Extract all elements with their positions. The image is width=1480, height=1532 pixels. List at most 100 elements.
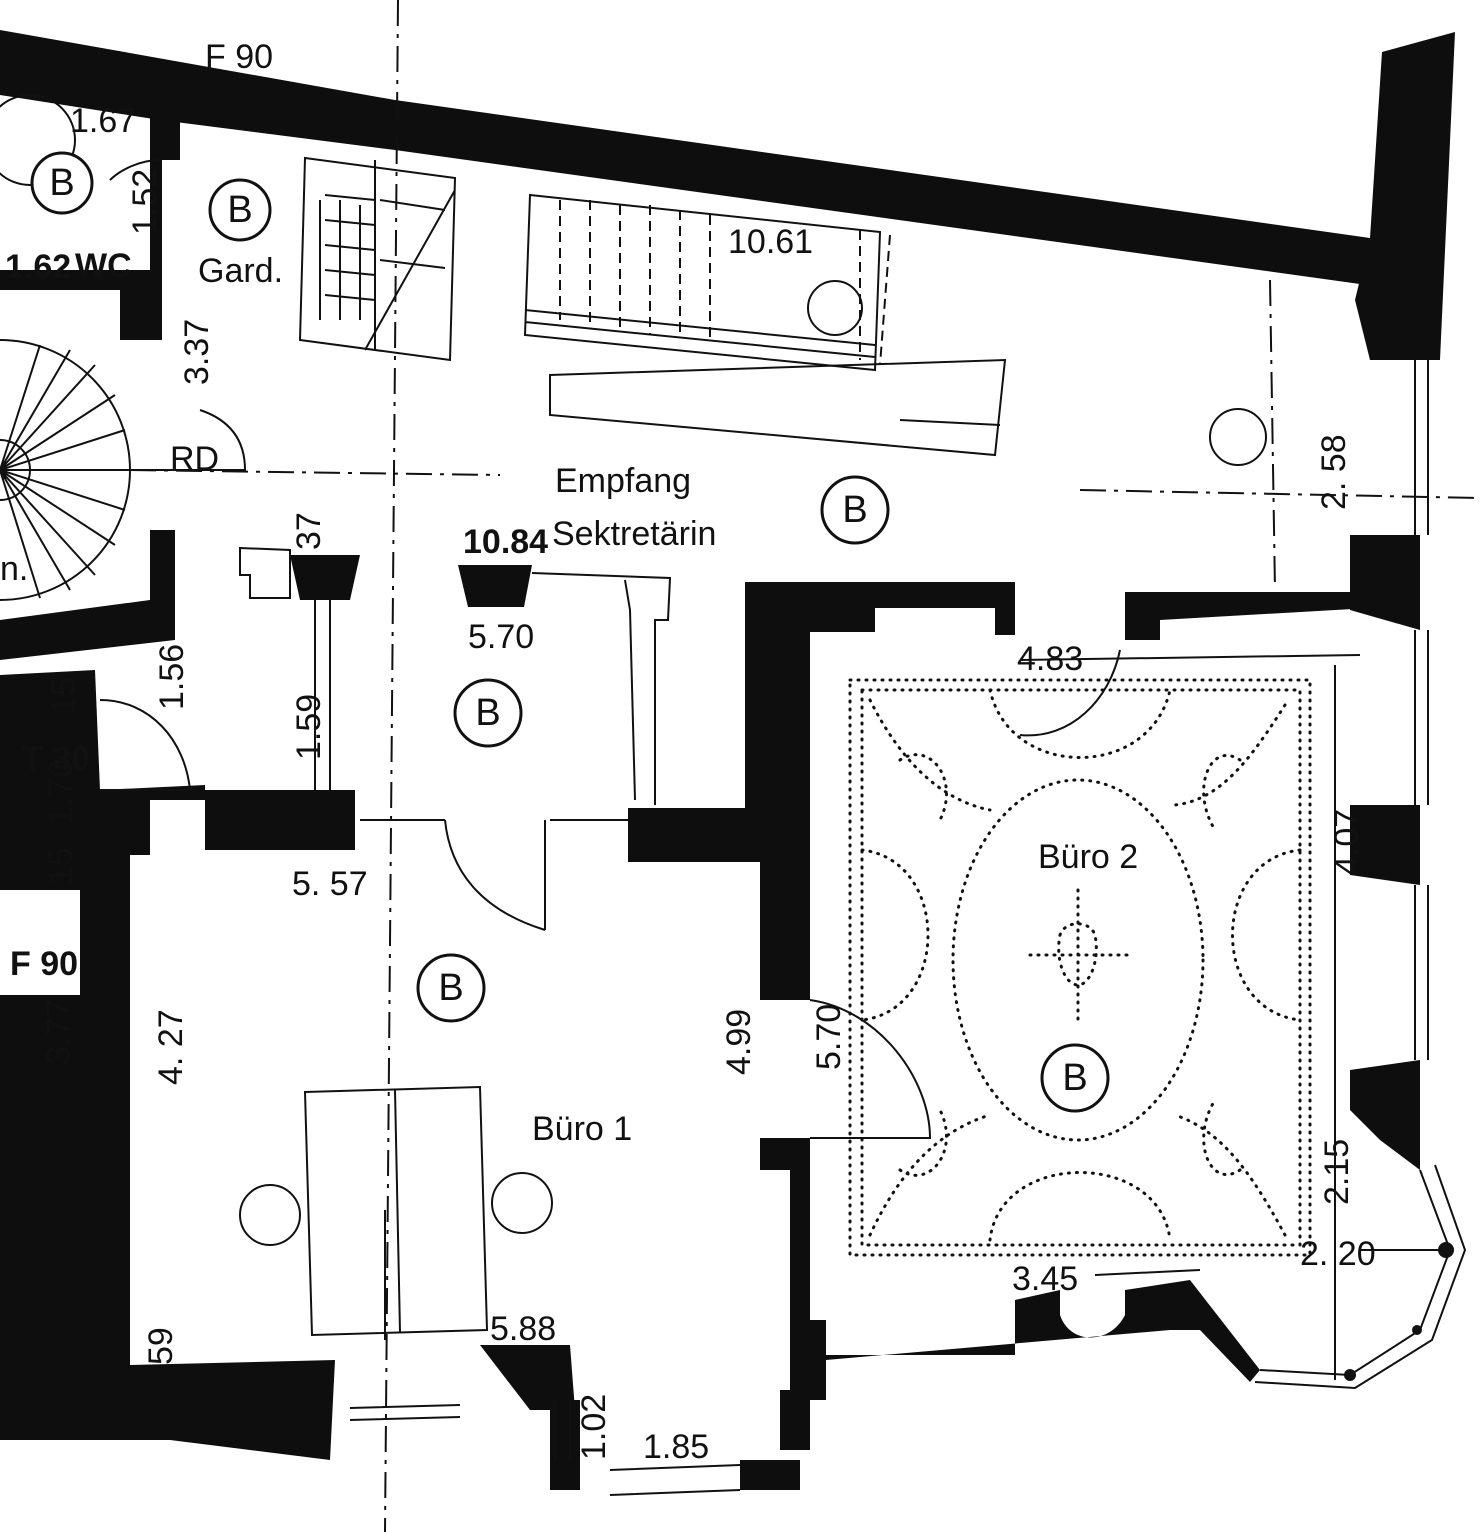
- ornament-top: [988, 688, 1172, 759]
- ceiling-frame-outer: [848, 678, 1312, 1257]
- dim-line-4-83: [1019, 654, 1361, 661]
- bay-node-3: [1344, 1369, 1356, 1381]
- pillar-37: [290, 555, 360, 600]
- badge-circle-wc: [30, 151, 94, 215]
- dim-59: 59: [142, 1327, 180, 1365]
- badge-text-gard: B: [227, 189, 252, 231]
- dim-1-85: 1.85: [643, 1428, 709, 1466]
- label-t30: T 30: [22, 740, 90, 778]
- dim-line-3-45: [1094, 1269, 1201, 1276]
- dim-3-45: 3.45: [1012, 1260, 1078, 1298]
- badge-text-hall: B: [475, 692, 500, 734]
- wc-arc: [109, 159, 161, 181]
- ceiling-ornament: [848, 678, 1312, 1257]
- entry-door-swing: [130, 409, 247, 471]
- dim-4-83: 4.83: [1017, 640, 1083, 678]
- dim-5-70-side: 5.70: [810, 1004, 848, 1070]
- dim-1-67: 1.67: [70, 102, 136, 140]
- bay-wall-right: [780, 1390, 810, 1450]
- round-object-2: [1209, 408, 1267, 466]
- ornament-center-cross: [1028, 888, 1132, 1022]
- dim-1-62: 1.62: [5, 248, 71, 286]
- door-1-59-frame: [239, 546, 331, 790]
- main-staircase: [298, 156, 1007, 457]
- label-sekretaerin: Sektretärin: [552, 515, 716, 553]
- badge-text-buero1: B: [438, 967, 463, 1009]
- ornament-diag-br: [1173, 1098, 1287, 1237]
- east-pier-3: [1350, 1060, 1420, 1170]
- north-wall: [0, 30, 1370, 285]
- ornament-diag-tl: [868, 698, 992, 822]
- dim-3-37: 3.37: [178, 319, 216, 385]
- central-wall: [745, 582, 1015, 1000]
- chair-right: [491, 1172, 553, 1234]
- stair-treads-2: [559, 200, 891, 366]
- pillar-10-84: [458, 565, 532, 607]
- stair-wall-lower: [0, 530, 175, 660]
- dim-15a: 15: [45, 677, 83, 715]
- buero2-north-wall-right: [1125, 592, 1370, 640]
- small-door-swing: [99, 699, 191, 791]
- dim-2-15: 2.15: [1318, 1139, 1356, 1205]
- window-buero1: [349, 1400, 741, 1496]
- ornament-left: [860, 848, 930, 1022]
- dim-15b: 15: [42, 847, 80, 885]
- buero2-door-arc: [809, 999, 932, 1139]
- wc-wall: [0, 95, 180, 340]
- label-fire-left: F 90: [10, 945, 78, 983]
- badge-circle-gard: [208, 178, 272, 242]
- label-stair-fragment: n.: [0, 550, 28, 588]
- badge-circle-empfang: [820, 475, 890, 545]
- dim-1-02: 1.02: [575, 1394, 613, 1460]
- stair-flight-1: [298, 156, 457, 362]
- dim-10-84: 10.84: [463, 523, 548, 561]
- badge-text-empfang: B: [842, 489, 867, 531]
- label-empfang: Empfang: [555, 462, 691, 500]
- dim-2-58: 2. 58: [1315, 434, 1353, 510]
- badge-text-wc: B: [49, 162, 74, 204]
- dim-5-88: 5.88: [490, 1310, 556, 1348]
- label-buero2: Büro 2: [1038, 838, 1138, 876]
- ornament-right: [1231, 848, 1302, 1022]
- door-stub: [628, 808, 760, 862]
- dim-2-20: 2. 20: [1300, 1235, 1376, 1273]
- dimension-texts: 1.67 1.52 1.62 3.37 10.61 37 10.84 5.70 …: [5, 102, 1376, 1466]
- ornament-diag-tr: [1173, 703, 1287, 832]
- dashdot-axis-h1: [129, 469, 501, 476]
- ceiling-frame-inner: [860, 688, 1302, 1247]
- dashdot-axis-h2: [1079, 489, 1480, 499]
- east-wall-upper: [1355, 32, 1455, 360]
- stair-flight-2: [523, 193, 882, 372]
- dim-5-70-top: 5.70: [468, 618, 534, 656]
- label-rd: RD: [170, 440, 219, 478]
- door-5-57-swing: [360, 819, 630, 931]
- dashdot-axis-v: [384, 0, 399, 1532]
- small-wall: [740, 1460, 800, 1490]
- badge-circle-buero1: [416, 953, 486, 1023]
- door-5-70-frame: [531, 572, 672, 805]
- bay-window: [1254, 1164, 1467, 1390]
- desk: [303, 1085, 489, 1340]
- landing-lines: [549, 358, 1007, 457]
- label-fire-top: F 90: [205, 38, 273, 76]
- dim-37: 37: [290, 512, 328, 550]
- label-wc: WC: [75, 247, 132, 285]
- dim-1-70: 1.70: [42, 759, 80, 825]
- dim-1-59: 1.59: [290, 694, 328, 760]
- east-pier-2: [1350, 805, 1420, 885]
- badge-text-buero2: B: [1062, 1057, 1087, 1099]
- label-gard: Gard.: [198, 252, 283, 290]
- label-buero1: Büro 1: [532, 1110, 632, 1148]
- dim-3-77: 3.77: [40, 999, 78, 1065]
- south-wall-right: [480, 1345, 575, 1410]
- bay-wall-lower: [550, 1400, 580, 1490]
- dim-10-61: 10.61: [728, 223, 813, 261]
- window-east: [1414, 360, 1429, 1060]
- dim-4-07: 4.07: [1328, 809, 1366, 875]
- east-pier-1: [1350, 535, 1420, 630]
- bay-node-2: [1412, 1325, 1422, 1335]
- dim-1-52: 1.52: [126, 169, 164, 235]
- dim-5-57: 5. 57: [292, 865, 368, 903]
- central-wall-lower: [760, 1138, 1260, 1400]
